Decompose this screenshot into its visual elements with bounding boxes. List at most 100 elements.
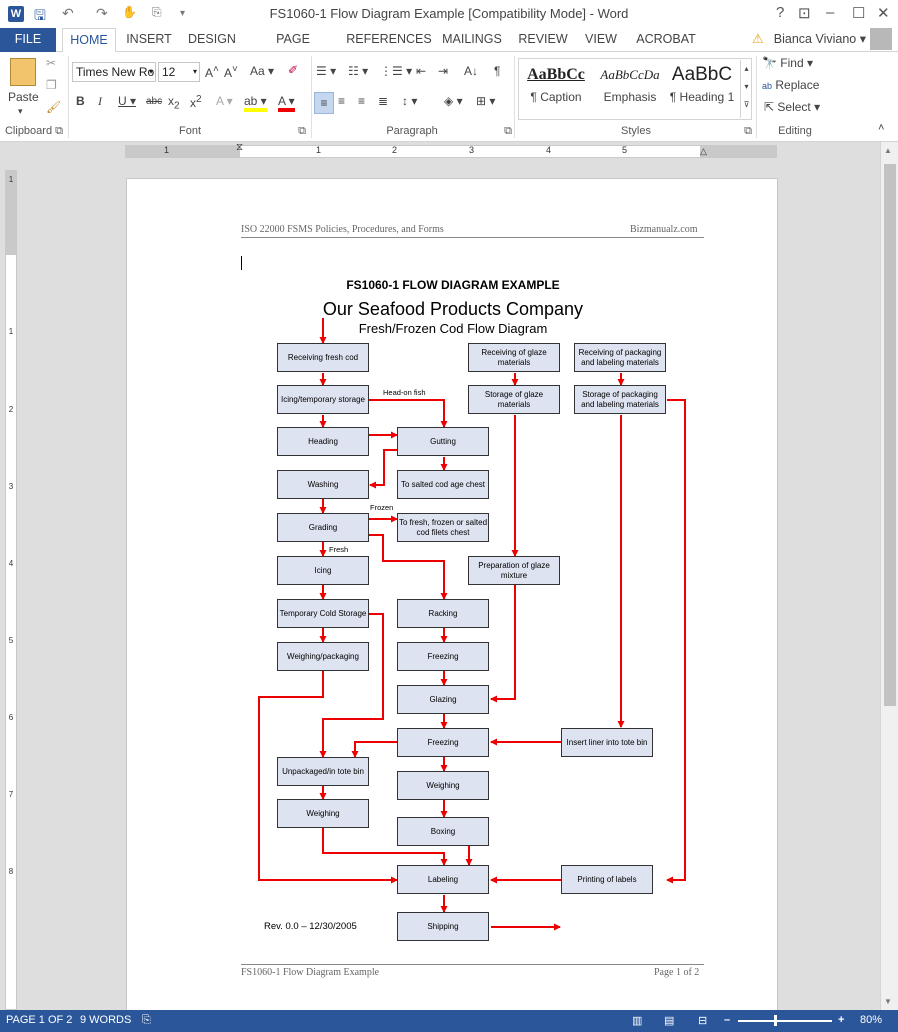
proofing-icon[interactable]: ⎘ <box>142 1014 151 1026</box>
redo-icon[interactable]: ↷ <box>96 5 108 21</box>
save-icon[interactable]: 🖫 <box>34 7 46 23</box>
style-caption[interactable]: AaBbCc ¶ Caption <box>527 66 585 104</box>
clear-formatting-icon[interactable]: ✐ <box>288 63 299 77</box>
node-icing[interactable]: Icing <box>277 556 369 585</box>
tab-review[interactable]: REVIEW <box>518 32 568 46</box>
node-fresh-frozen-salted-filets[interactable]: To fresh, frozen or salted cod filets ch… <box>397 513 489 542</box>
scroll-down-icon[interactable]: ▼ <box>884 997 892 1006</box>
scroll-up-icon[interactable]: ▲ <box>884 146 892 155</box>
node-printing-of-labels[interactable]: Printing of labels <box>561 865 653 894</box>
right-indent-marker-icon[interactable]: △ <box>700 146 707 156</box>
justify-icon[interactable]: ≣ <box>378 94 389 108</box>
shrink-font-icon[interactable]: A˅ <box>224 64 238 80</box>
node-icing-temporary-storage[interactable]: Icing/temporary storage <box>277 385 369 414</box>
node-storage-packaging-materials[interactable]: Storage of packaging and labeling materi… <box>574 385 666 414</box>
change-case-icon[interactable]: Aa ▾ <box>250 64 275 78</box>
style-heading-1[interactable]: AaBbC ¶ Heading 1 <box>669 64 735 104</box>
decrease-indent-icon[interactable]: ⇤ <box>416 64 427 78</box>
tab-references[interactable]: REFERENCES <box>346 32 432 46</box>
node-storage-glaze-materials[interactable]: Storage of glaze materials <box>468 385 560 414</box>
multilevel-list-icon[interactable]: ⋮☰ ▾ <box>380 64 413 78</box>
read-mode-icon[interactable]: ▥ <box>632 1015 643 1027</box>
tab-design[interactable]: DESIGN <box>188 32 236 46</box>
font-size-combo[interactable]: 12▾ <box>158 62 200 82</box>
font-name-combo[interactable]: Times New Ro▾ <box>72 62 156 82</box>
tab-mailings[interactable]: MAILINGS <box>442 32 502 46</box>
touch-mode-icon[interactable]: ✋ <box>122 5 137 19</box>
replace-button[interactable]: ab Replace <box>762 78 820 92</box>
print-layout-icon[interactable]: ▤ <box>664 1015 675 1027</box>
web-layout-icon[interactable]: ⊟ <box>698 1015 708 1027</box>
zoom-in-icon[interactable]: + <box>838 1014 845 1026</box>
vertical-scrollbar[interactable]: ▲ ▼ <box>880 142 898 1010</box>
format-painter-icon[interactable]: 🖌 <box>46 100 62 114</box>
increase-indent-icon[interactable]: ⇥ <box>438 64 449 78</box>
node-insert-liner-tote-bin[interactable]: Insert liner into tote bin <box>561 728 653 757</box>
node-receiving-packaging-materials[interactable]: Receiving of packaging and labeling mate… <box>574 343 666 372</box>
node-weighing-left[interactable]: Weighing <box>277 799 369 828</box>
undo-icon[interactable]: ↶ <box>62 5 74 21</box>
zoom-slider[interactable] <box>738 1020 832 1022</box>
collapse-ribbon-icon[interactable]: ˄ <box>878 122 885 134</box>
node-boxing[interactable]: Boxing <box>397 817 489 846</box>
node-weighing-middle[interactable]: Weighing <box>397 771 489 800</box>
help-icon[interactable]: ? <box>776 4 785 21</box>
document-page[interactable]: ISO 22000 FSMS Policies, Procedures, and… <box>126 178 778 1012</box>
ribbon-display-options-icon[interactable]: ⊡ <box>798 5 811 22</box>
node-glazing[interactable]: Glazing <box>397 685 489 714</box>
tab-home[interactable]: HOME <box>62 28 116 53</box>
node-freezing-2[interactable]: Freezing <box>397 728 489 757</box>
align-left-icon[interactable]: ≡ <box>314 92 334 114</box>
node-salted-cod-age-chest[interactable]: To salted cod age chest <box>397 470 489 499</box>
align-center-icon[interactable]: ≡ <box>338 94 346 108</box>
underline-icon[interactable]: U ▾ <box>118 94 137 108</box>
customize-quick-access-icon[interactable]: ▾ <box>180 8 186 19</box>
superscript-icon[interactable]: x2 <box>190 94 202 110</box>
tab-insert[interactable]: INSERT <box>126 32 172 46</box>
subscript-icon[interactable]: x2 <box>168 94 180 112</box>
node-temporary-cold-storage[interactable]: Temporary Cold Storage <box>277 599 369 628</box>
strikethrough-icon[interactable]: abc <box>146 96 163 107</box>
word-app-icon[interactable]: W <box>8 6 24 22</box>
copy-icon[interactable]: ❐ <box>46 78 57 92</box>
tab-file[interactable]: FILE <box>0 28 56 52</box>
node-preparation-glaze-mixture[interactable]: Preparation of glaze mixture <box>468 556 560 585</box>
node-racking[interactable]: Racking <box>397 599 489 628</box>
tab-view[interactable]: VIEW <box>585 32 617 46</box>
indent-marker-icon[interactable]: ⧖ <box>236 142 244 153</box>
borders-icon[interactable]: ⊞ ▾ <box>476 94 496 108</box>
node-freezing-1[interactable]: Freezing <box>397 642 489 671</box>
close-icon[interactable]: ✕ <box>877 5 890 22</box>
node-labeling[interactable]: Labeling <box>397 865 489 894</box>
bold-icon[interactable]: B <box>76 94 85 108</box>
paste-icon[interactable] <box>10 58 36 86</box>
vertical-ruler[interactable]: 1 1 2 3 4 5 6 7 8 <box>5 170 17 1010</box>
node-weighing-packaging[interactable]: Weighing/packaging <box>277 642 369 671</box>
user-name[interactable]: Bianca Viviano ▾ <box>773 32 866 46</box>
numbering-icon[interactable]: ☷ ▾ <box>348 64 369 78</box>
minimize-icon[interactable]: – <box>826 4 835 21</box>
zoom-level[interactable]: 80% <box>860 1014 883 1026</box>
style-emphasis[interactable]: AaBbCcDa Emphasis <box>600 67 660 104</box>
horizontal-ruler[interactable]: 1 1 2 3 4 5 ⧖ △ <box>125 142 777 158</box>
highlight-color-icon[interactable]: ab ▾ <box>244 94 267 112</box>
tab-page-layout[interactable]: PAGE LAYOUT <box>268 32 317 68</box>
node-gutting[interactable]: Gutting <box>397 427 489 456</box>
tab-acrobat[interactable]: ACROBAT <box>636 32 696 46</box>
font-color-icon[interactable]: A ▾ <box>278 94 295 112</box>
scrollbar-thumb[interactable] <box>884 164 896 706</box>
zoom-slider-thumb[interactable] <box>774 1015 777 1026</box>
node-shipping[interactable]: Shipping <box>397 912 489 941</box>
word-count-status[interactable]: 9 WORDS <box>80 1014 132 1026</box>
paste-button[interactable]: Paste <box>8 90 39 104</box>
node-receiving-glaze-materials[interactable]: Receiving of glaze materials <box>468 343 560 372</box>
node-grading[interactable]: Grading <box>277 513 369 542</box>
cut-icon[interactable]: ✂ <box>46 56 57 70</box>
line-spacing-icon[interactable]: ↕ ▾ <box>402 94 418 108</box>
zoom-out-icon[interactable]: – <box>724 1014 731 1026</box>
grow-font-icon[interactable]: A˄ <box>205 64 219 80</box>
node-unpackaged-tote-bin[interactable]: Unpackaged/in tote bin <box>277 757 369 786</box>
node-heading[interactable]: Heading <box>277 427 369 456</box>
styles-scroll-icon[interactable]: ▴▾⊽ <box>740 60 752 118</box>
maximize-icon[interactable]: ☐ <box>852 5 866 22</box>
